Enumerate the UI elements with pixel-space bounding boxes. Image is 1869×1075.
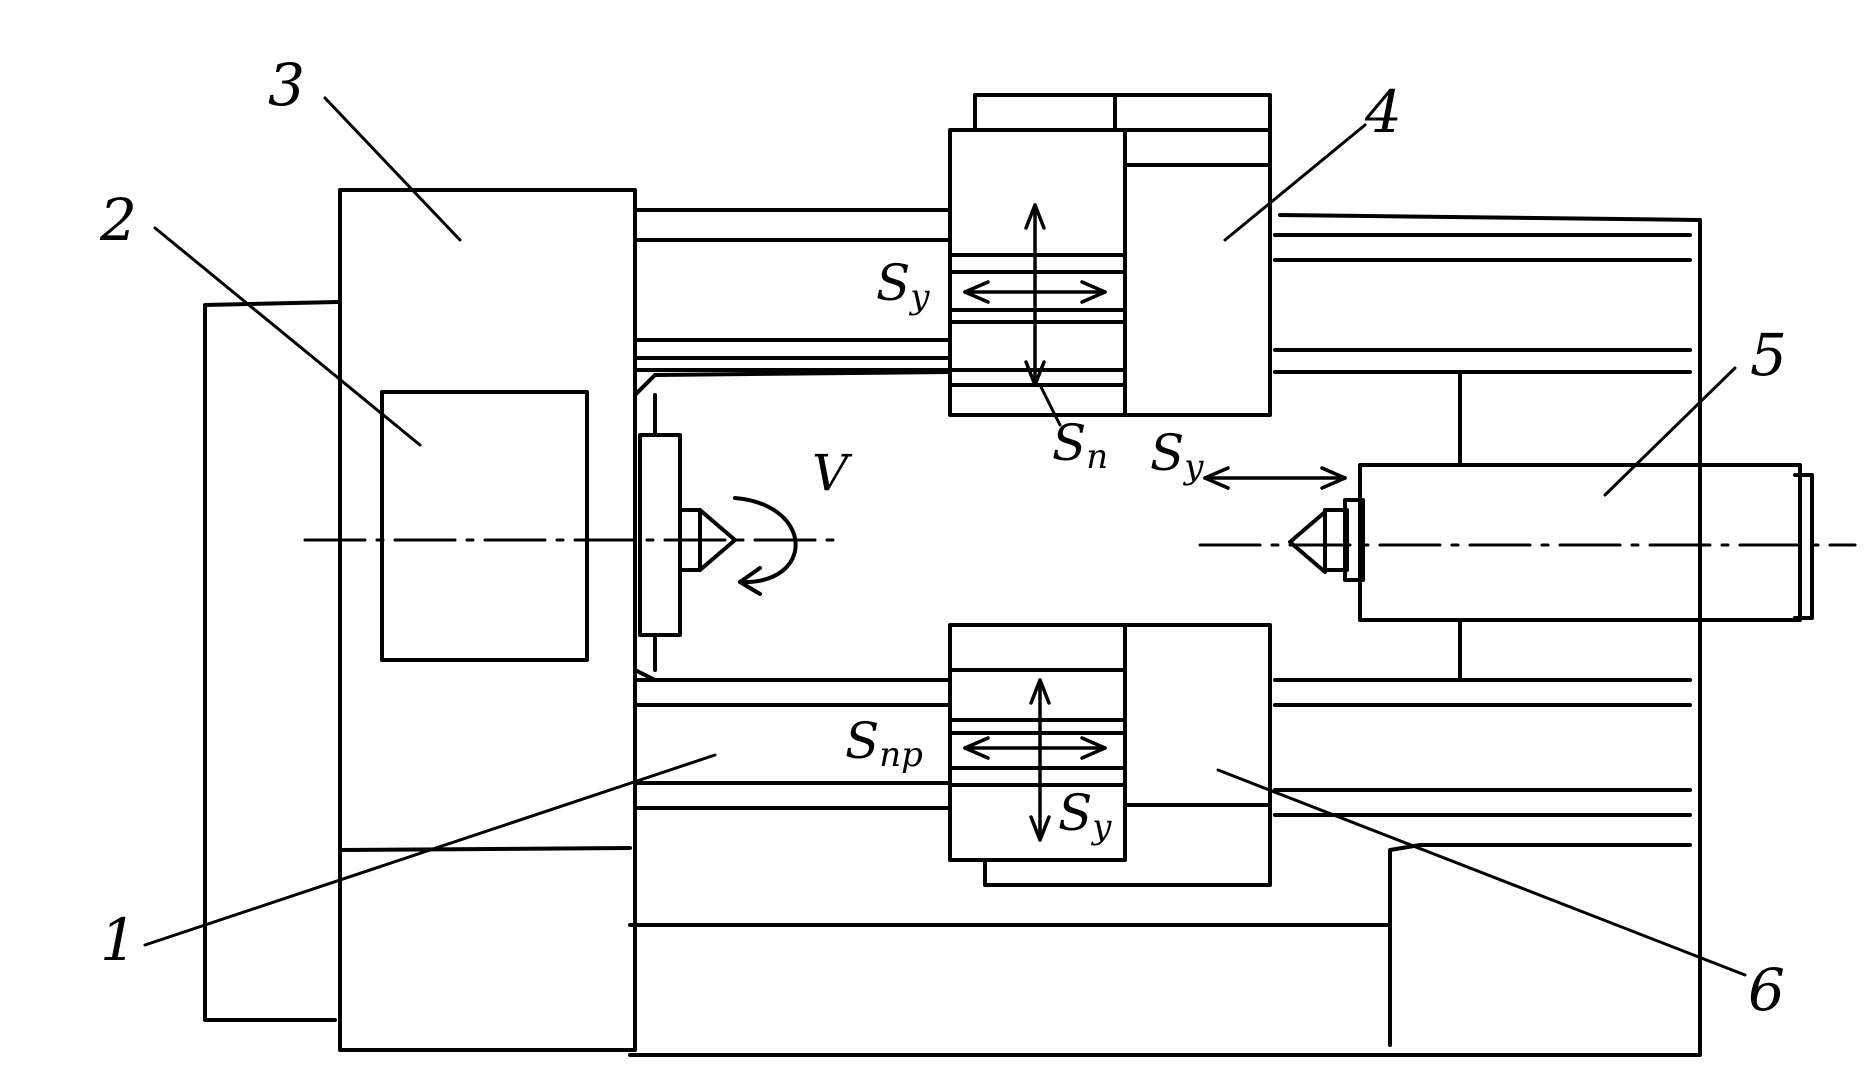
tailstock-center: [1288, 510, 1327, 574]
label-1: 1: [100, 906, 137, 974]
spindle: [633, 370, 952, 682]
machine-bed: [628, 213, 1702, 1057]
headstock: [338, 188, 637, 1052]
label-3: 3: [268, 51, 305, 119]
label-4: 4: [1364, 78, 1402, 146]
feed-label-sy-tailstock: Sy: [1150, 424, 1204, 487]
headstock-center: [698, 508, 737, 572]
leader-lines: [143, 96, 1747, 977]
tailstock-arrow: [1203, 466, 1347, 490]
feed-label-sn: Sn: [1052, 414, 1108, 477]
lower-carriage: [948, 623, 1272, 887]
label-6: 6: [1748, 956, 1785, 1024]
bottom-carriage-arrows: [963, 678, 1107, 842]
gearbox: [380, 390, 589, 662]
feed-label-snp: Snp: [845, 712, 923, 775]
upper-guides: [633, 208, 952, 372]
rotation-arrow: [733, 496, 798, 596]
rotation-label-v: V: [812, 444, 853, 502]
back-plate: [203, 300, 340, 1022]
tailstock: [1323, 463, 1814, 622]
feed-label-sy-top: Sy: [876, 254, 930, 317]
feed-label-sy-bottom: Sy: [1058, 784, 1112, 847]
upper-carriage: [948, 93, 1272, 417]
lower-guides: [633, 678, 952, 810]
label-2: 2: [99, 186, 137, 254]
top-carriage-arrows: [963, 203, 1107, 387]
label-5: 5: [1750, 321, 1787, 389]
